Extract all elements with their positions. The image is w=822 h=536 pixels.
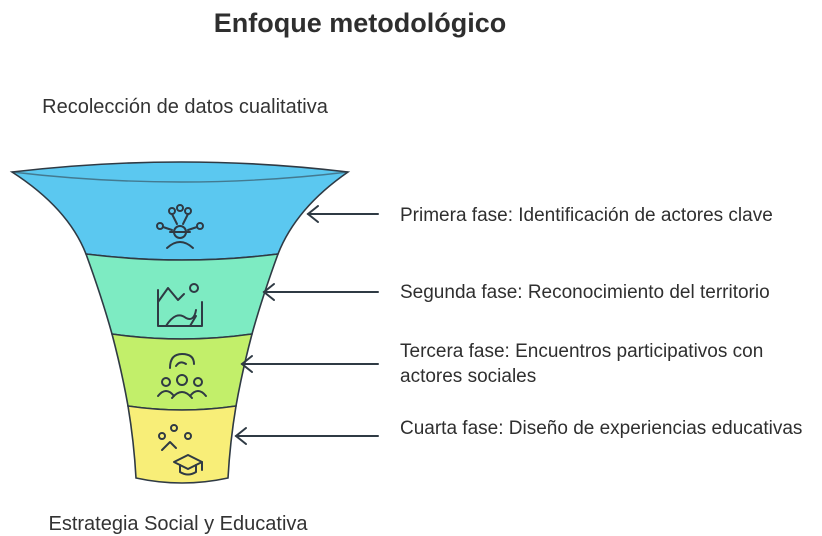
arrow-phase-2	[262, 283, 379, 301]
landscape-map-icon	[157, 283, 203, 327]
phase-3-label: Tercera fase: Encuentros participativos …	[400, 341, 764, 387]
group-meeting-icon	[157, 352, 207, 399]
funnel-bottom-label: Estrategia Social y Educativa	[48, 513, 308, 535]
funnel-top-label: Recolección de datos cualitativa	[42, 96, 328, 118]
funnel-rim	[11, 171, 349, 183]
arrow-phase-3	[240, 355, 379, 373]
phase-1-label: Primera fase: Identificación de actores …	[400, 205, 773, 226]
funnel-segment-4	[127, 405, 237, 484]
people-network-icon	[156, 204, 204, 249]
phase-4-label: Cuarta fase: Diseño de experiencias educ…	[400, 418, 803, 439]
phase-2-label: Segunda fase: Reconocimiento del territo…	[400, 282, 770, 303]
arrow-phase-1	[306, 205, 379, 223]
page-title: Enfoque metodológico	[213, 8, 507, 38]
arrow-phase-4	[234, 427, 379, 445]
graduation-cap-icon	[158, 424, 203, 476]
funnel-segment-3	[110, 333, 254, 411]
